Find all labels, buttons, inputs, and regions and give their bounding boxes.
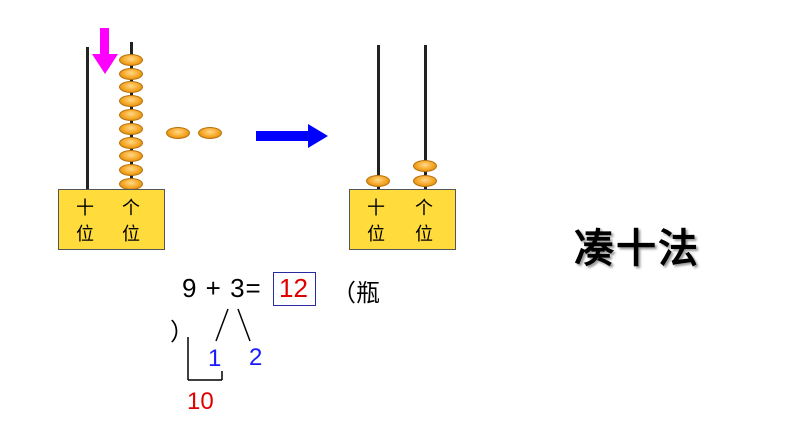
right-ones-bead-1 bbox=[413, 175, 437, 187]
left-ones-bead bbox=[119, 150, 143, 163]
sum-ten: 10 bbox=[187, 388, 214, 415]
right-arrow-icon bbox=[256, 124, 328, 148]
unit-open: （瓶 bbox=[332, 279, 380, 307]
left-ones-bead bbox=[119, 81, 143, 94]
left-ones-bead bbox=[119, 164, 143, 177]
right-ones-label: 个 位 bbox=[409, 196, 439, 248]
right-abacus-base bbox=[349, 189, 456, 250]
right-tens-label: 十 位 bbox=[361, 196, 391, 248]
method-title: 凑十法 bbox=[574, 226, 700, 272]
left-ones-bead bbox=[119, 95, 143, 108]
right-ones-bead-2 bbox=[413, 160, 437, 172]
unit-close: ） bbox=[170, 318, 194, 346]
left-ones-label-1: 个 bbox=[122, 198, 140, 219]
right-tens-rod bbox=[377, 45, 380, 190]
right-ones-label-1: 个 bbox=[415, 198, 433, 219]
left-ones-bead bbox=[119, 109, 143, 121]
left-tens-label-1: 十 bbox=[76, 198, 94, 219]
down-arrow-icon bbox=[92, 28, 118, 74]
right-ones-rod bbox=[424, 45, 427, 190]
part-b: 2 bbox=[249, 344, 263, 371]
left-ones-label: 个 位 bbox=[116, 196, 146, 248]
equation-left: 9 + 3= bbox=[182, 273, 262, 303]
left-tens-label-2: 位 bbox=[76, 224, 94, 245]
left-abacus-base bbox=[58, 189, 165, 250]
right-tens-label-2: 位 bbox=[367, 224, 385, 245]
left-ones-bead bbox=[119, 122, 143, 135]
left-ones-bead bbox=[119, 53, 143, 66]
left-tens-rod bbox=[86, 47, 89, 190]
right-ones-label-2: 位 bbox=[415, 224, 433, 245]
moving-bead-1 bbox=[166, 127, 190, 139]
right-tens-bead bbox=[366, 175, 390, 187]
decomposition-lines bbox=[187, 308, 251, 381]
part-a: 1 bbox=[208, 345, 222, 372]
left-ones-bead bbox=[119, 67, 143, 80]
answer-value: 12 bbox=[279, 273, 308, 303]
answer-box bbox=[273, 272, 316, 306]
left-ones-label-2: 位 bbox=[122, 224, 140, 245]
left-ones-bead bbox=[119, 136, 143, 149]
right-tens-label-1: 十 bbox=[367, 198, 385, 219]
left-tens-label: 十 位 bbox=[70, 196, 100, 248]
moving-bead-2 bbox=[198, 127, 222, 139]
